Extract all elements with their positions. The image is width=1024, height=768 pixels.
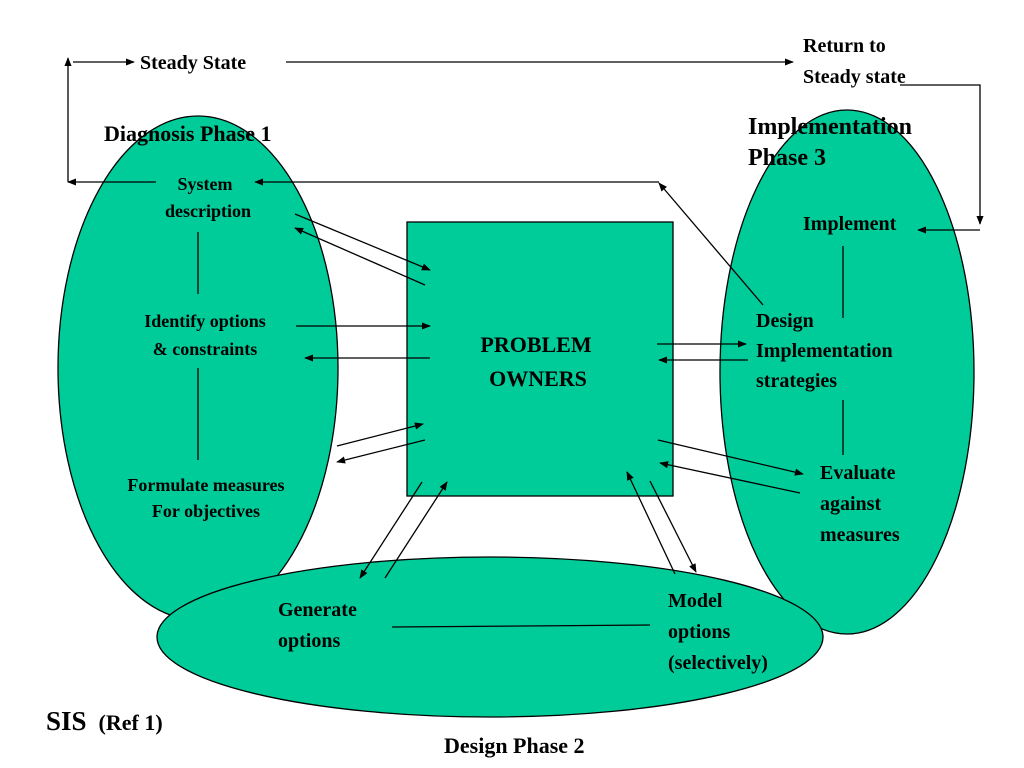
owners-to-model-arrow: [649, 480, 697, 573]
design-impl-line3: strategies: [756, 370, 837, 392]
return-to-label: Return to: [803, 35, 886, 57]
owners-to-system-arrow: [294, 227, 426, 286]
design-impl-line2: Implementation: [756, 340, 893, 362]
diagnosis-phase-title: Diagnosis Phase 1: [104, 121, 271, 146]
system-description-line1: System: [178, 174, 233, 194]
owners-to-evaluate-arrow: [657, 439, 804, 476]
sis-label: SIS: [46, 706, 87, 736]
owners-to-formulate-arrow: [336, 439, 426, 464]
model-options-line2: options: [668, 621, 730, 643]
implement-label: Implement: [803, 213, 897, 235]
problem-owners-box: [406, 221, 674, 497]
design-connector: [391, 624, 651, 628]
problem-owners-line1: PROBLEM: [480, 332, 591, 357]
evaluate-line1: Evaluate: [820, 462, 896, 484]
formulate-measures-line1: Formulate measures: [127, 475, 284, 495]
implementation-phase-title-line1: Implementation: [748, 114, 912, 140]
steady-state-label: Steady State: [140, 52, 246, 74]
model-options-line3: (selectively): [668, 652, 768, 674]
design-phase-title: Design Phase 2: [444, 733, 585, 758]
implementation-phase-ellipse: [719, 109, 975, 635]
identify-options-line2: & constraints: [153, 339, 258, 359]
identify-options-line1: Identify options: [144, 311, 266, 331]
ref-label: (Ref 1): [99, 710, 163, 735]
generate-to-owners-arrow: [384, 481, 448, 579]
steady-state-return-label: Steady state: [803, 66, 906, 88]
evaluate-to-owners-arrow: [659, 461, 801, 494]
system-description-line2: description: [165, 201, 251, 221]
problem-owners-line2: OWNERS: [489, 366, 587, 391]
model-to-owners-arrow: [626, 471, 676, 575]
generate-options-line1: Generate: [278, 599, 357, 621]
formulate-to-owners-arrow: [336, 422, 424, 447]
owners-to-generate-arrow: [359, 481, 423, 579]
design-phase-ellipse: [156, 556, 824, 718]
evaluate-line2: against: [820, 493, 881, 515]
system-to-owners-arrow: [294, 213, 431, 271]
design-to-system-arrow-a: [658, 182, 764, 306]
design-impl-line1: Design: [756, 310, 814, 332]
sis-footer: SIS (Ref 1): [46, 706, 163, 736]
model-options-line1: Model: [668, 590, 723, 612]
generate-options-line2: options: [278, 630, 340, 652]
formulate-measures-line2: For objectives: [152, 501, 260, 521]
evaluate-line3: measures: [820, 524, 900, 546]
implementation-phase-title-line2: Phase 3: [748, 145, 826, 171]
return-loop-arrow: [900, 84, 984, 225]
